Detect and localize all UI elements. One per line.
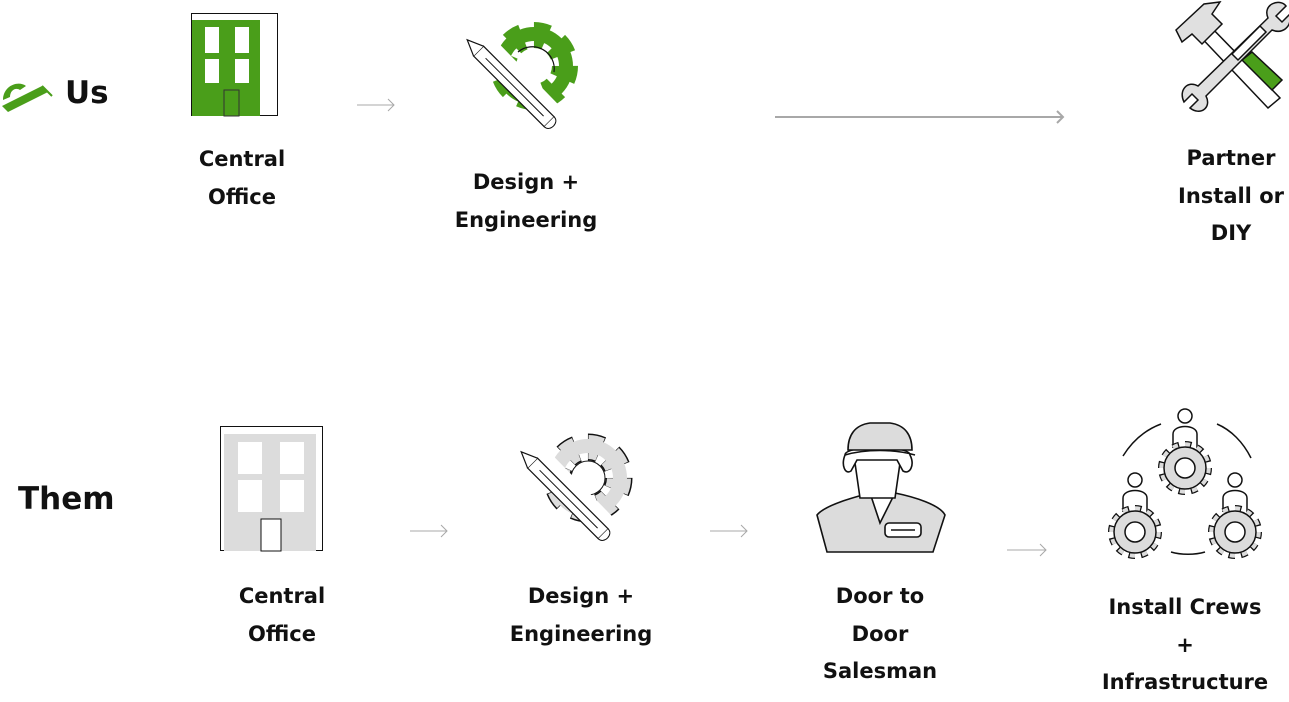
label-line: Engineering — [509, 621, 653, 646]
us-title: Us — [65, 75, 109, 111]
label-line: Salesman — [822, 659, 938, 683]
us-step-partner-install: Partner Install or DIY — [1178, 140, 1284, 253]
label-line: Central — [238, 584, 326, 608]
building-icon — [191, 13, 278, 117]
arrow-icon — [710, 524, 748, 538]
them-step-install-crews: Install Crews + Infrastructure — [1102, 589, 1268, 702]
them-step-door-salesman: Door to Door Salesman — [823, 578, 937, 691]
label-line: + — [1176, 632, 1194, 657]
us-step-central-office: Central Office — [199, 141, 285, 216]
long-arrow-icon — [775, 110, 1065, 124]
label-line: Office — [208, 184, 276, 209]
label-line: Office — [248, 621, 316, 646]
label-line: Install Crews — [1108, 595, 1262, 619]
them-title: Them — [18, 481, 115, 517]
salesman-icon — [816, 422, 946, 553]
label-line: Design + — [472, 170, 580, 194]
label-line: DIY — [1210, 221, 1252, 245]
them-step-design-engineering: Design + Engineering — [510, 578, 653, 653]
crew-gears-icon — [1105, 408, 1265, 566]
label-line: Door to — [835, 584, 925, 608]
arrow-icon — [410, 524, 448, 538]
arrow-icon — [1007, 543, 1047, 557]
hammer-wrench-icon — [1175, 1, 1289, 112]
label-line: Infrastructure — [1101, 670, 1269, 694]
building-icon — [220, 426, 323, 552]
label-line: Design + — [527, 584, 635, 608]
label-line: Partner — [1186, 146, 1276, 170]
gear-pencil-icon — [466, 22, 578, 132]
us-step-design-engineering: Design + Engineering — [455, 164, 598, 239]
label-line: Engineering — [454, 207, 598, 232]
gear-pencil-icon — [520, 433, 633, 544]
label-line: Install or — [1178, 183, 1284, 208]
label-line: Door — [851, 621, 909, 646]
arrow-icon — [357, 98, 395, 112]
label-line: Central — [198, 147, 286, 171]
them-step-central-office: Central Office — [239, 578, 325, 653]
house-logo-icon — [2, 83, 53, 112]
